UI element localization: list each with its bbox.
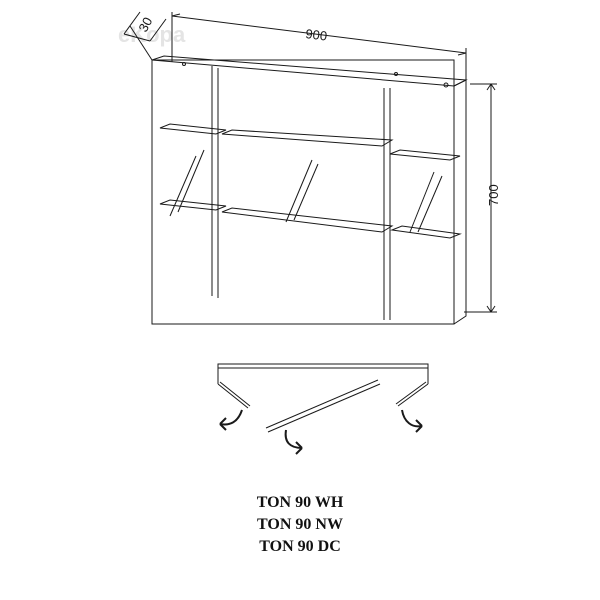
door-opening-diagram	[217, 363, 429, 433]
height-dimension-label: 700	[486, 184, 501, 206]
width-dimension-label: 900	[305, 26, 328, 44]
depth-dimension	[123, 11, 167, 61]
rotate-arrow-left-icon	[219, 409, 243, 431]
model-name: TON 90 NW	[257, 516, 343, 533]
rotate-arrow-right-icon	[401, 409, 423, 433]
model-name: TON 90 DC	[259, 538, 341, 555]
model-name: TON 90 WH	[256, 494, 344, 511]
width-dimension	[171, 12, 467, 80]
cabinet-front-view	[151, 55, 468, 325]
height-dimension	[464, 83, 497, 313]
model-list: TON 90 WH TON 90 NW TON 90 DC	[0, 492, 600, 558]
rotate-arrow-center-icon	[284, 429, 303, 455]
depth-dimension-label: 30	[135, 15, 155, 35]
